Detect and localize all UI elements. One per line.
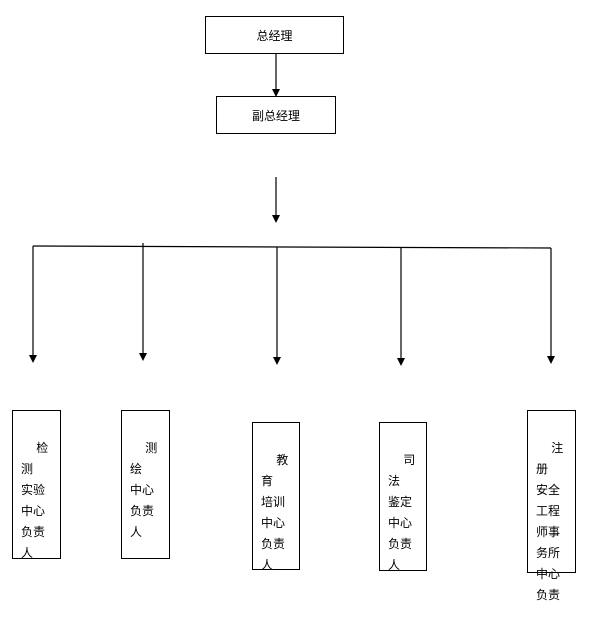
general-manager-label: 总经理 — [256, 28, 293, 43]
dept-label-education-training: 教育 培训 中心 负责 人 — [261, 453, 289, 572]
dept-label-judicial-appraisal: 司法 鉴定 中心 负责 人 — [388, 453, 416, 572]
dept-label-surveying: 测绘 中心 负责 人 — [130, 441, 158, 539]
dept-box-judicial-appraisal: 司法 鉴定 中心 负责 人 — [379, 422, 427, 572]
horizontal-bus-line — [32, 245, 552, 249]
dept-label-testing-lab: 检测 实验 中心 负责 人 — [21, 441, 49, 560]
deputy-general-manager-box: 副总经理 — [216, 96, 336, 134]
dept-box-surveying: 测绘 中心 负责 人 — [121, 410, 170, 559]
dept-box-education-training: 教育 培训 中心 负责 人 — [252, 422, 300, 572]
dept-label-safety-engineer-office: 注册 安全 工程 师事 务所 中心 负责 — [536, 441, 564, 602]
general-manager-box: 总经理 — [205, 16, 344, 54]
deputy-general-manager-label: 副总经理 — [251, 108, 300, 123]
dept-box-safety-engineer-office: 注册 安全 工程 师事 务所 中心 负责 — [527, 410, 576, 602]
dept-box-testing-lab: 检测 实验 中心 负责 人 — [12, 410, 61, 560]
